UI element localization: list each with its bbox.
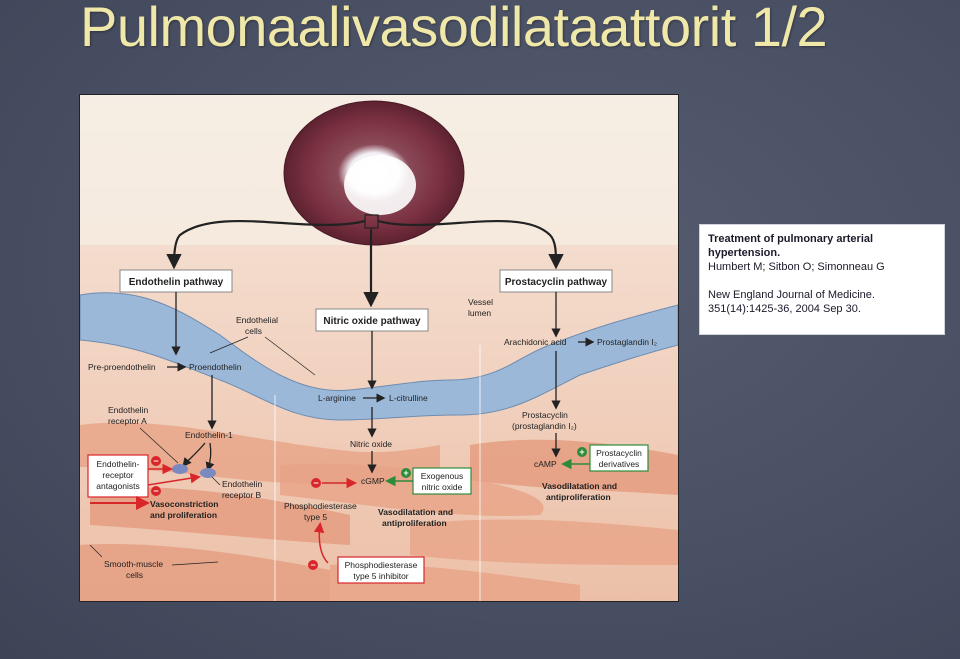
- prostacyclin-derivatives-box: [589, 444, 649, 472]
- vasodilatation-no-label: Vasodilatation and: [378, 507, 453, 517]
- prostacyclin-derivatives-label: Prostacyclin: [596, 448, 642, 458]
- endothelin-receptor-a-label: Endothelin: [108, 405, 148, 415]
- slide-title: Pulmonaalivasodilataattorit 1/2: [80, 0, 828, 58]
- era-label-2: receptor: [102, 470, 133, 480]
- endothelin-receptor-b-label-2: receptor B: [222, 490, 262, 500]
- vessel-lumen-label-2: lumen: [468, 308, 491, 318]
- receptor-b-icon: [200, 468, 216, 478]
- vasodilatation-pc-label-2: antiproliferation: [546, 492, 611, 502]
- endothelin-1-label: Endothelin-1: [185, 430, 233, 440]
- prostacyclin-derivatives-label-2: derivatives: [599, 459, 640, 469]
- svg-text:+: +: [403, 468, 408, 478]
- svg-text:+: +: [579, 447, 584, 457]
- minus-icon: [308, 560, 318, 570]
- reference-box: Treatment of pulmonary arterial hyperten…: [699, 224, 945, 335]
- pathway-diagram: Endothelin pathway Nitric oxide pathway …: [80, 95, 678, 601]
- smooth-muscle-label-2: cells: [126, 570, 143, 580]
- arachidonic-acid-label: Arachidonic acid: [504, 337, 567, 347]
- l-citrulline-label: L-citrulline: [389, 393, 428, 403]
- plus-icon: [401, 468, 411, 478]
- prostacyclin-label: Prostacyclin: [522, 410, 568, 420]
- vasoconstriction-label: Vasoconstriction: [150, 499, 219, 509]
- cgmp-label: cGMP: [361, 476, 385, 486]
- vasoconstriction-label-2: and proliferation: [150, 510, 217, 520]
- vasodilatation-pc-label: Vasodilatation and: [542, 481, 617, 491]
- reference-authors: Humbert M; Sitbon O; Simonneau G: [708, 261, 885, 273]
- endothelin-receptor-a-label-2: receptor A: [108, 416, 147, 426]
- pde5-label-2: type 5: [304, 512, 327, 522]
- pre-proendothelin-label: Pre-proendothelin: [88, 362, 156, 372]
- camp-label: cAMP: [534, 459, 557, 469]
- plus-icon: [577, 447, 587, 457]
- reference-journal: New England Journal of Medicine.: [708, 289, 875, 301]
- minus-icon: [311, 478, 321, 488]
- svg-text:−: −: [310, 560, 315, 570]
- endothelial-cells-label-2: cells: [245, 326, 262, 336]
- reference-title: Treatment of pulmonary arterial: [708, 233, 874, 245]
- endothelium-layer: [80, 292, 678, 421]
- nitric-oxide-pathway-label: Nitric oxide pathway: [323, 316, 421, 327]
- reference-title-2: hypertension.: [708, 247, 781, 259]
- smooth-muscle-label: Smooth-muscle: [104, 559, 163, 569]
- endothelin-receptor-antagonists-box: [87, 454, 149, 498]
- vessel-lumen-label: Vessel: [468, 297, 493, 307]
- svg-text:−: −: [153, 486, 158, 496]
- pde5-inhibitor-box: [337, 556, 425, 584]
- minus-icon: [151, 486, 161, 496]
- era-label-3: antagonists: [96, 481, 139, 491]
- prostacyclin-pathway-label: Prostacyclin pathway: [505, 277, 608, 288]
- endothelial-cells-label: Endothelial: [236, 315, 278, 325]
- prostaglandin-i2-label: Prostaglandin I₂: [597, 337, 657, 347]
- endothelin-receptor-b-label: Endothelin: [222, 479, 262, 489]
- vasodilatation-no-label-2: antiproliferation: [382, 518, 447, 528]
- svg-text:−: −: [153, 456, 158, 466]
- pde5-inhibitor-label-2: type 5 inhibitor: [353, 571, 408, 581]
- prostacyclin-label-2: (prostaglandin I₂): [512, 421, 577, 431]
- receptor-a-icon: [172, 464, 188, 474]
- proendothelin-label: Proendothelin: [189, 362, 242, 372]
- nitric-oxide-label: Nitric oxide: [350, 439, 392, 449]
- svg-text:−: −: [313, 478, 318, 488]
- endothelin-pathway-label: Endothelin pathway: [129, 277, 224, 288]
- reference-citation: 351(14):1425-36, 2004 Sep 30.: [708, 303, 861, 315]
- minus-icon: [151, 456, 161, 466]
- pde5-label: Phosphodiesterase: [284, 501, 357, 511]
- pathway-figure: Endothelin pathway Nitric oxide pathway …: [79, 94, 679, 602]
- l-arginine-label: L-arginine: [318, 393, 356, 403]
- pde5-inhibitor-label: Phosphodiesterase: [345, 560, 418, 570]
- smooth-muscle-layer: [80, 422, 678, 601]
- era-label-1: Endothelin-: [96, 459, 139, 469]
- vessel-cross-section: [283, 100, 465, 246]
- exogenous-no-label: Exogenous: [421, 471, 464, 481]
- exogenous-no-label-2: nitric oxide: [422, 482, 463, 492]
